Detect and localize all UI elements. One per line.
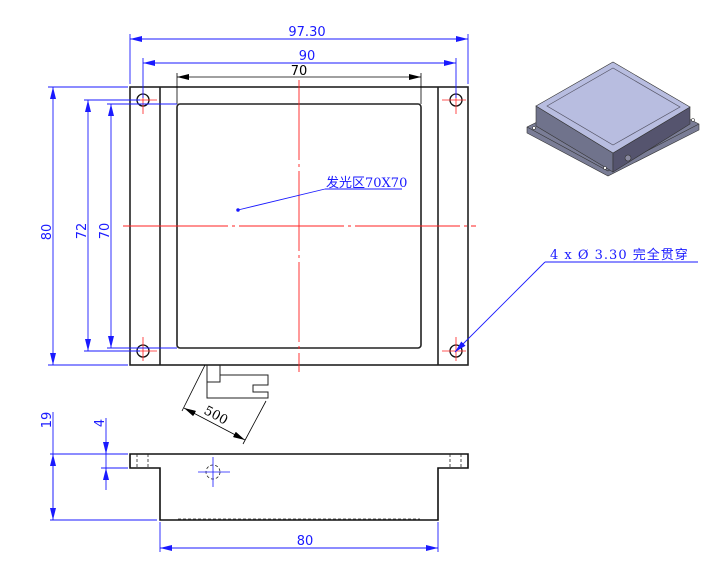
side-view: 19 4 80	[40, 412, 469, 552]
dim-overall-height	[48, 86, 128, 366]
dim-flange-thickness-label: 4	[93, 419, 108, 427]
cable-connector	[206, 364, 269, 399]
dim-body-width	[159, 522, 439, 552]
iso-top-face	[535, 61, 691, 154]
dim-hole-spacing-y	[84, 99, 140, 352]
dim-hole-spacing-x-label: 90	[299, 49, 316, 64]
mounting-hole	[442, 90, 466, 114]
dim-window-width-label: 70	[291, 64, 308, 79]
dim-flange-thickness	[101, 418, 128, 490]
dim-cable-length	[181, 364, 267, 445]
emitting-area-label: 发光区70X70	[326, 175, 407, 191]
dim-hole-spacing-x	[142, 58, 457, 98]
dim-overall-height-label: 80	[40, 224, 55, 241]
top-view: 97.30 90 70 80 72 70	[40, 25, 698, 445]
dim-window-height-label: 70	[98, 223, 113, 240]
side-outline	[129, 453, 469, 521]
mounting-hole	[442, 337, 466, 361]
connector-centermark	[198, 457, 230, 487]
hidden-lines	[136, 454, 462, 520]
hole-note-label: 4 x Ø 3.30 完全贯穿	[550, 247, 689, 263]
dim-body-width-label: 80	[297, 534, 314, 549]
mounting-hole	[133, 90, 157, 114]
dim-window-width	[176, 73, 422, 104]
dim-total-height	[50, 412, 157, 521]
dim-total-height-label: 19	[40, 412, 55, 429]
mounting-holes	[133, 90, 466, 361]
mounting-hole	[133, 337, 157, 361]
isometric-view	[526, 61, 700, 177]
dim-overall-width	[129, 34, 469, 84]
dim-window-height	[107, 103, 177, 349]
dim-overall-width-label: 97.30	[288, 25, 325, 40]
hole-note-leader	[454, 261, 698, 353]
emitting-area-leader	[236, 188, 402, 212]
dim-hole-spacing-y-label: 72	[75, 223, 90, 240]
